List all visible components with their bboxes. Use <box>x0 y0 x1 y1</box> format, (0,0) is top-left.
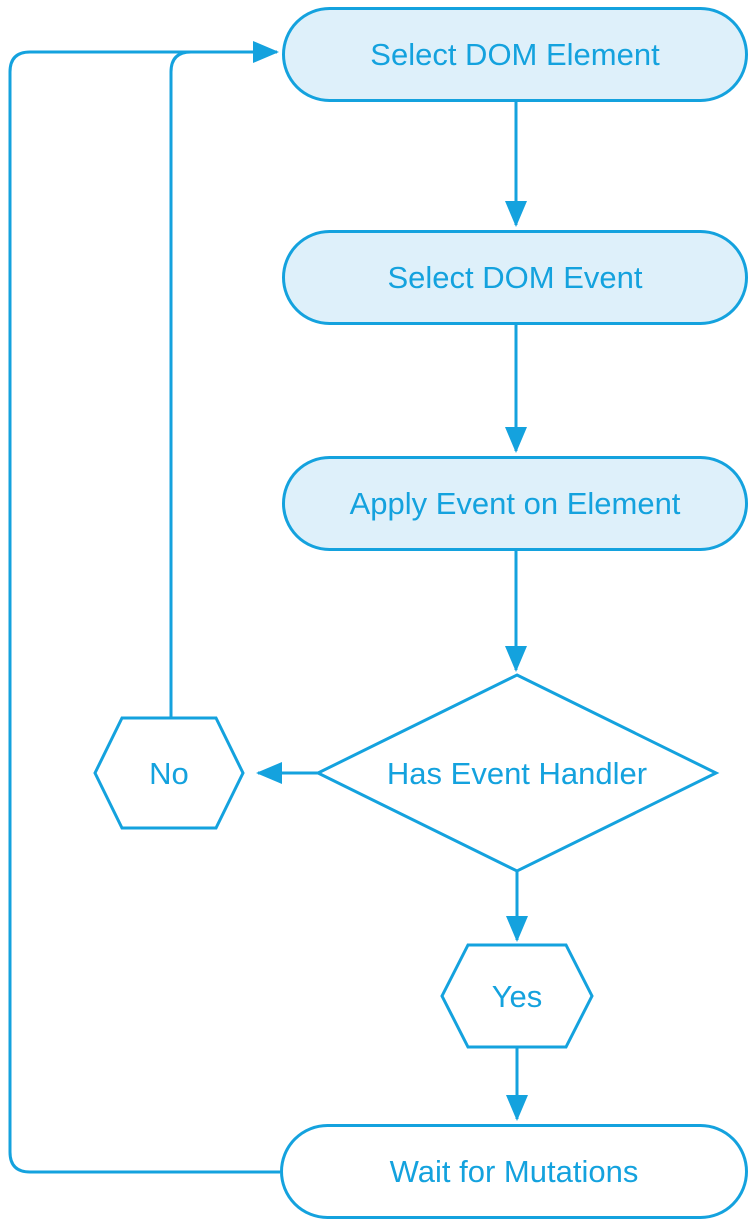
node-no-shape <box>93 716 245 830</box>
decision-has-event-handler-shape <box>314 673 720 873</box>
node-wait-for-mutations-label: Wait for Mutations <box>389 1154 639 1189</box>
node-apply-event-on-element-label: Apply Event on Element <box>349 486 681 521</box>
connector-wait-loop-to-select-element <box>8 41 280 1174</box>
node-no-label: No <box>149 755 189 791</box>
node-yes-label: Yes <box>491 978 543 1014</box>
connector-no-loop-to-select-element <box>169 50 192 718</box>
node-select-dom-element: Select DOM Element <box>282 7 748 102</box>
node-select-dom-element-label: Select DOM Element <box>370 37 660 72</box>
node-select-dom-event: Select DOM Event <box>282 230 748 325</box>
node-apply-event-on-element: Apply Event on Element <box>282 456 748 551</box>
node-yes-shape <box>440 943 594 1049</box>
node-wait-for-mutations: Wait for Mutations <box>280 1124 748 1219</box>
node-select-dom-event-label: Select DOM Event <box>387 260 643 295</box>
decision-has-event-handler-label: Has Event Handler <box>386 755 648 791</box>
